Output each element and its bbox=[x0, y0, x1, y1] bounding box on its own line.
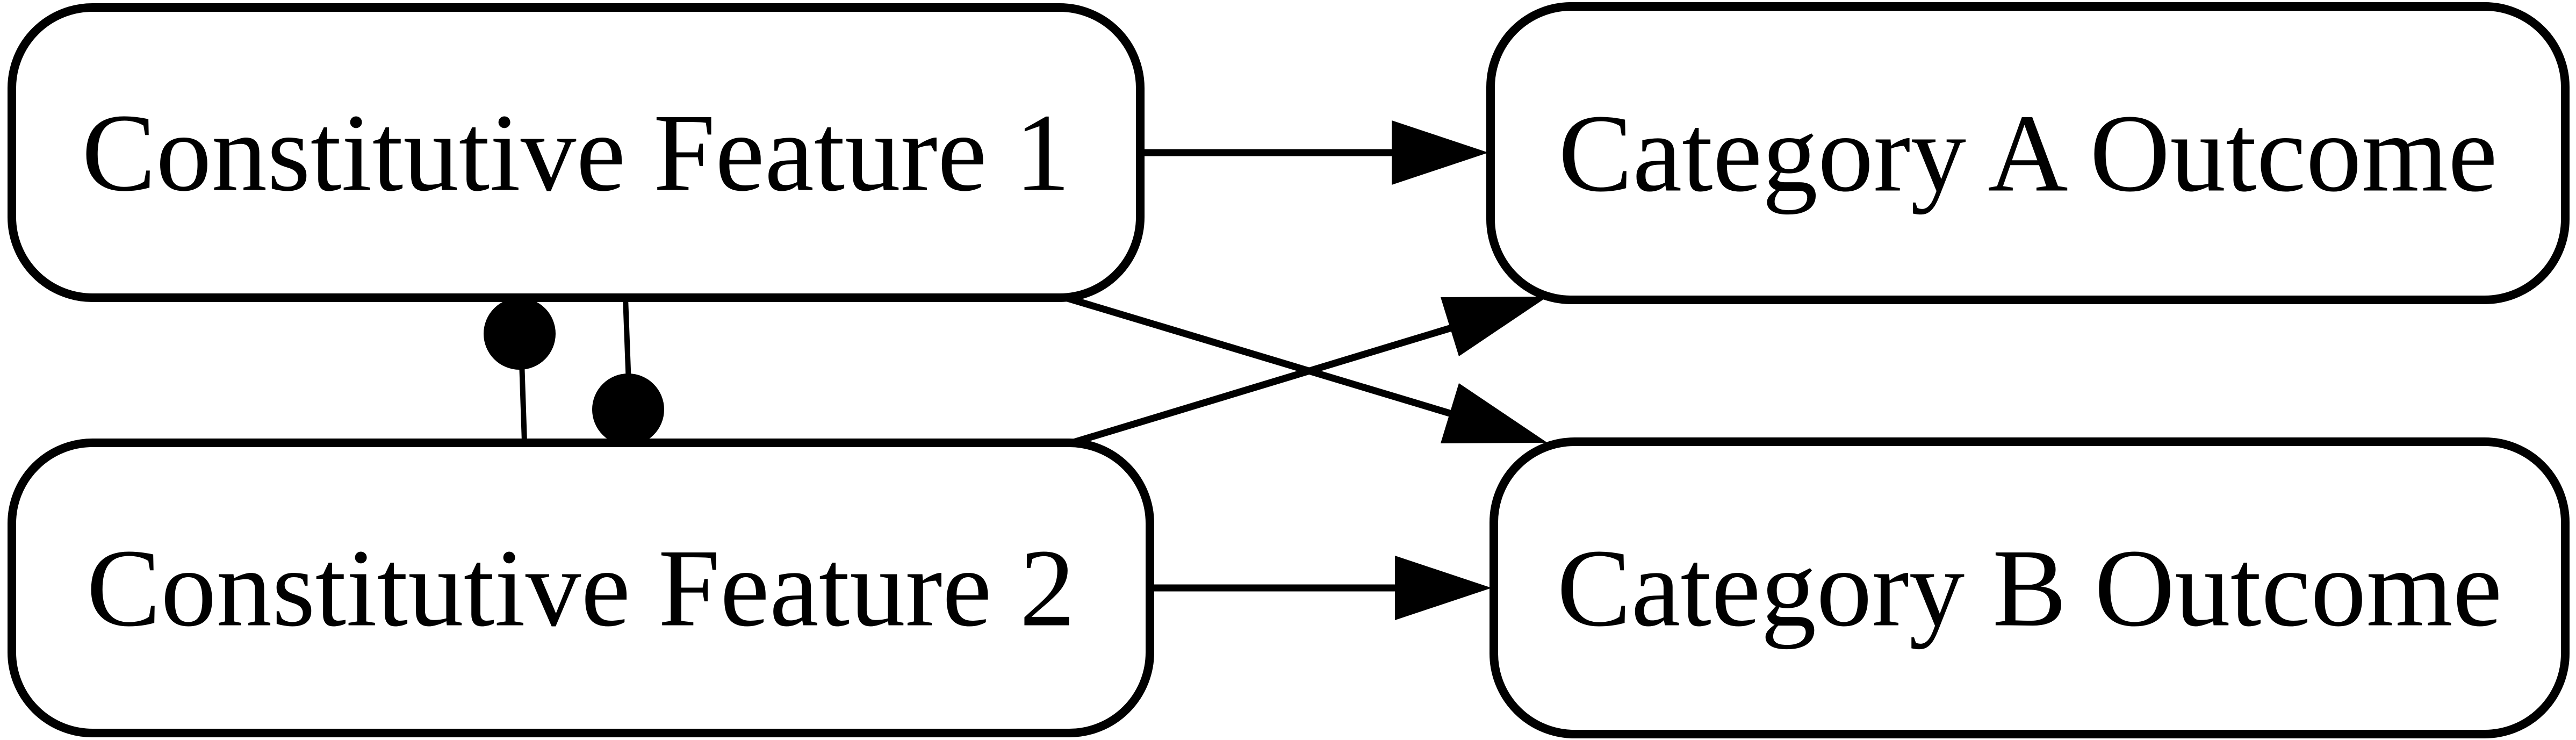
edge-feature2-categoryA bbox=[1066, 297, 1548, 448]
edge-feature1-categoryB bbox=[1063, 293, 1548, 443]
node-feature2: Constitutive Feature 2 bbox=[8, 439, 1154, 737]
constitutive-link-group bbox=[484, 297, 664, 446]
node-categoryA-box bbox=[1486, 2, 2570, 304]
edge-feature1-categoryB-arrowhead bbox=[1441, 383, 1548, 443]
edge-feature2-categoryB-arrowhead bbox=[1395, 556, 1492, 620]
node-categoryB-label: Category B Outcome bbox=[1557, 527, 2502, 650]
edge-feature1-categoryB-line bbox=[1063, 293, 1456, 419]
node-feature1: Constitutive Feature 1 bbox=[8, 3, 1145, 302]
edge-feature2-categoryA-line bbox=[1066, 323, 1456, 448]
node-categoryB: Category B Outcome bbox=[1490, 437, 2570, 738]
node-feature2-box bbox=[8, 439, 1154, 737]
node-categoryA: Category A Outcome bbox=[1486, 2, 2570, 304]
node-categoryA-label: Category A Outcome bbox=[1558, 92, 2498, 215]
edge-feature1-categoryA bbox=[1140, 120, 1488, 185]
node-feature1-label: Constitutive Feature 1 bbox=[82, 91, 1070, 214]
dot-marker-upper bbox=[484, 298, 556, 370]
node-feature2-label: Constitutive Feature 2 bbox=[87, 527, 1075, 650]
node-feature1-box bbox=[8, 3, 1145, 302]
edge-feature2-categoryB bbox=[1150, 556, 1492, 620]
dot-marker-lower bbox=[592, 373, 664, 446]
edge-feature2-categoryA-arrowhead bbox=[1441, 297, 1548, 356]
edge-feature1-categoryA-arrowhead bbox=[1392, 120, 1488, 185]
node-categoryB-box bbox=[1490, 437, 2570, 738]
